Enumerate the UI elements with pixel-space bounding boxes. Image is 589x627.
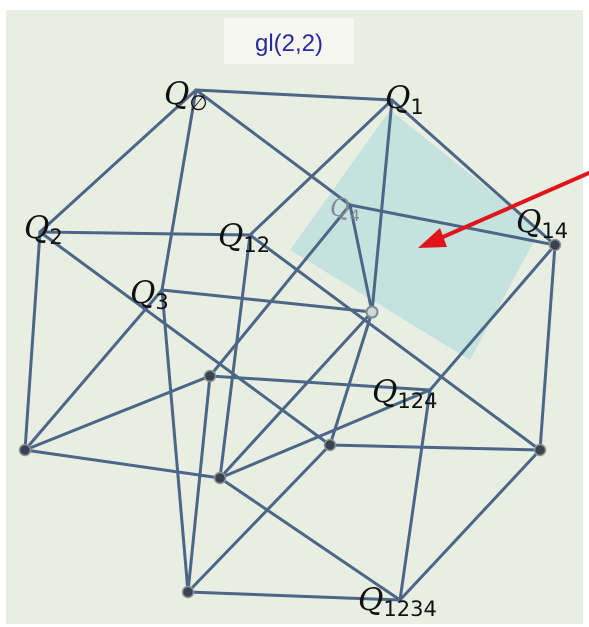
diagram-title: gl(2,2)	[255, 30, 323, 57]
vertices	[18, 238, 562, 599]
vertex-dot	[18, 443, 32, 457]
label-q12: Q12	[218, 218, 270, 257]
edge	[23, 230, 42, 452]
edge	[328, 310, 374, 447]
edge	[428, 243, 557, 392]
edge	[370, 98, 394, 314]
vertex-dot	[213, 471, 227, 485]
edge	[218, 310, 374, 480]
edge	[348, 203, 374, 314]
label-q124: Q124	[372, 374, 438, 413]
edge	[248, 233, 542, 452]
edge	[160, 88, 198, 292]
edge	[398, 388, 432, 602]
edge	[218, 233, 252, 480]
diagram-background	[6, 10, 583, 624]
highlighted-face	[290, 110, 540, 360]
edge	[208, 203, 352, 378]
edge	[218, 388, 432, 480]
label-q1234: Q1234	[358, 582, 437, 621]
edge	[160, 288, 374, 314]
title-backdrop	[224, 18, 354, 64]
label-q-empty: Q∅	[164, 76, 208, 115]
vertex-dot	[181, 585, 195, 599]
edge	[23, 448, 222, 480]
vertex-dot	[548, 238, 562, 252]
red-arrow-icon	[418, 171, 589, 248]
label-q1: Q1	[385, 80, 424, 119]
edge	[538, 243, 557, 452]
edge	[38, 230, 252, 237]
vertex-dot	[533, 443, 547, 457]
vertex-dot	[203, 369, 217, 383]
edge	[208, 374, 432, 392]
edge	[398, 448, 542, 602]
edge	[23, 374, 212, 452]
label-q3: Q3	[130, 275, 169, 314]
edge	[160, 288, 190, 594]
edge	[390, 98, 557, 247]
edge	[186, 443, 332, 594]
edges	[23, 88, 557, 602]
vertex-dot	[323, 438, 337, 452]
edge	[348, 203, 557, 247]
label-q4: Q4	[330, 194, 360, 225]
label-q2: Q2	[24, 210, 63, 249]
edge	[194, 88, 394, 102]
edge	[186, 590, 402, 602]
edge	[38, 88, 198, 234]
edge	[194, 88, 352, 207]
edge	[23, 288, 164, 452]
label-q14: Q14	[516, 204, 568, 243]
edge	[248, 98, 394, 237]
edge	[186, 374, 212, 594]
vertex-dot	[365, 305, 379, 319]
edge	[328, 443, 542, 452]
edge	[218, 476, 402, 602]
